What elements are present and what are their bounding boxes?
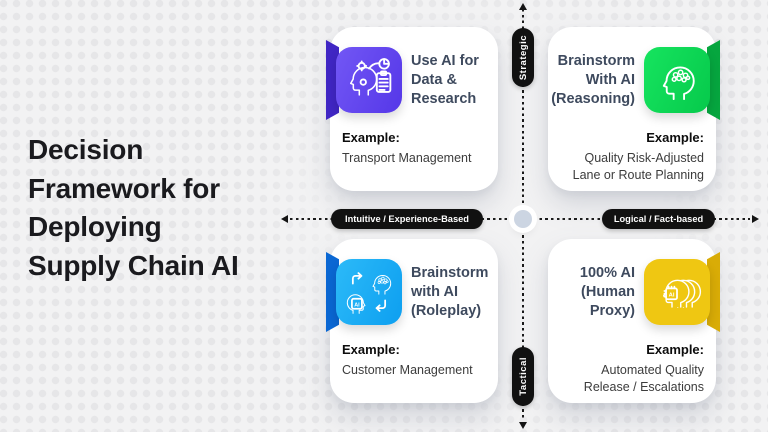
icon-tile: [644, 40, 720, 120]
ribbon-fold: [326, 40, 339, 120]
ai-chip-label: AI: [354, 302, 360, 308]
example-block: Example: Quality Risk-Adjusted Lane or R…: [560, 130, 704, 184]
icon-tile: AI: [644, 252, 720, 332]
quadrant-card-top-right: Brainstorm With AI (Reasoning) Example: …: [548, 27, 720, 191]
card-title: 100% AI (Human Proxy): [579, 264, 635, 319]
card-header: AI Brainstorm with AI (Roleplay): [326, 252, 489, 332]
example-text: Quality Risk-Adjusted Lane or Route Plan…: [572, 151, 704, 182]
axis-label-strategic-text: Strategic: [517, 34, 529, 81]
example-label: Example:: [646, 342, 704, 357]
axis-label-tactical: Tactical: [512, 347, 534, 406]
axis-arrow-right-icon: [752, 214, 759, 223]
head-gear-research-icon: [336, 47, 402, 113]
example-block: Example: Automated Quality Release / Esc…: [560, 342, 704, 396]
card-title: Use AI for Data & Research: [411, 52, 479, 107]
axis-label-strategic: Strategic: [512, 28, 534, 87]
example-block: Example: Customer Management: [342, 342, 486, 379]
card-header: Use AI for Data & Research: [326, 40, 486, 120]
axis-label-logical: Logical / Fact-based: [602, 209, 715, 229]
axis-label-intuitive: Intuitive / Experience-Based: [331, 209, 483, 229]
quadrant-card-bottom-left: AI Brainstorm with AI (Roleplay) Example…: [326, 239, 498, 403]
axis-center-marker: [514, 210, 532, 228]
example-label: Example:: [646, 130, 704, 145]
axis-label-logical-text: Logical / Fact-based: [613, 214, 704, 224]
axis-arrow-left-icon: [281, 214, 288, 223]
ribbon-fold: [326, 252, 339, 332]
ribbon-fold: [707, 40, 720, 120]
page-title: Decision Framework for Deploying Supply …: [28, 134, 239, 281]
example-text: Automated Quality Release / Escalations: [583, 363, 704, 394]
two-heads-roleplay-icon: AI: [336, 259, 402, 325]
ai-chip-label: AI: [669, 292, 675, 298]
card-header: AI 100% AI (Human Proxy): [560, 252, 720, 332]
example-text: Customer Management: [342, 363, 473, 377]
axis-arrow-down-icon: [518, 422, 527, 429]
axis-arrow-up-icon: [518, 3, 527, 10]
card-header: Brainstorm With AI (Reasoning): [551, 40, 720, 120]
quadrant-card-top-left: Use AI for Data & Research Example: Tran…: [326, 27, 498, 191]
head-brain-reasoning-icon: [644, 47, 710, 113]
card-title: Brainstorm With AI (Reasoning): [551, 52, 635, 107]
example-block: Example: Transport Management: [342, 130, 486, 167]
icon-tile: AI: [326, 252, 402, 332]
layered-heads-ai-chip-icon: AI: [644, 259, 710, 325]
card-title: Brainstorm with AI (Roleplay): [411, 264, 489, 319]
quadrant-card-bottom-right: AI 100% AI (Human Proxy) Example: Automa…: [548, 239, 720, 403]
icon-tile: [326, 40, 402, 120]
example-label: Example:: [342, 130, 400, 145]
ribbon-fold: [707, 252, 720, 332]
axis-label-tactical-text: Tactical: [517, 357, 529, 396]
axis-label-intuitive-text: Intuitive / Experience-Based: [344, 214, 469, 224]
example-label: Example:: [342, 342, 400, 357]
example-text: Transport Management: [342, 151, 472, 165]
